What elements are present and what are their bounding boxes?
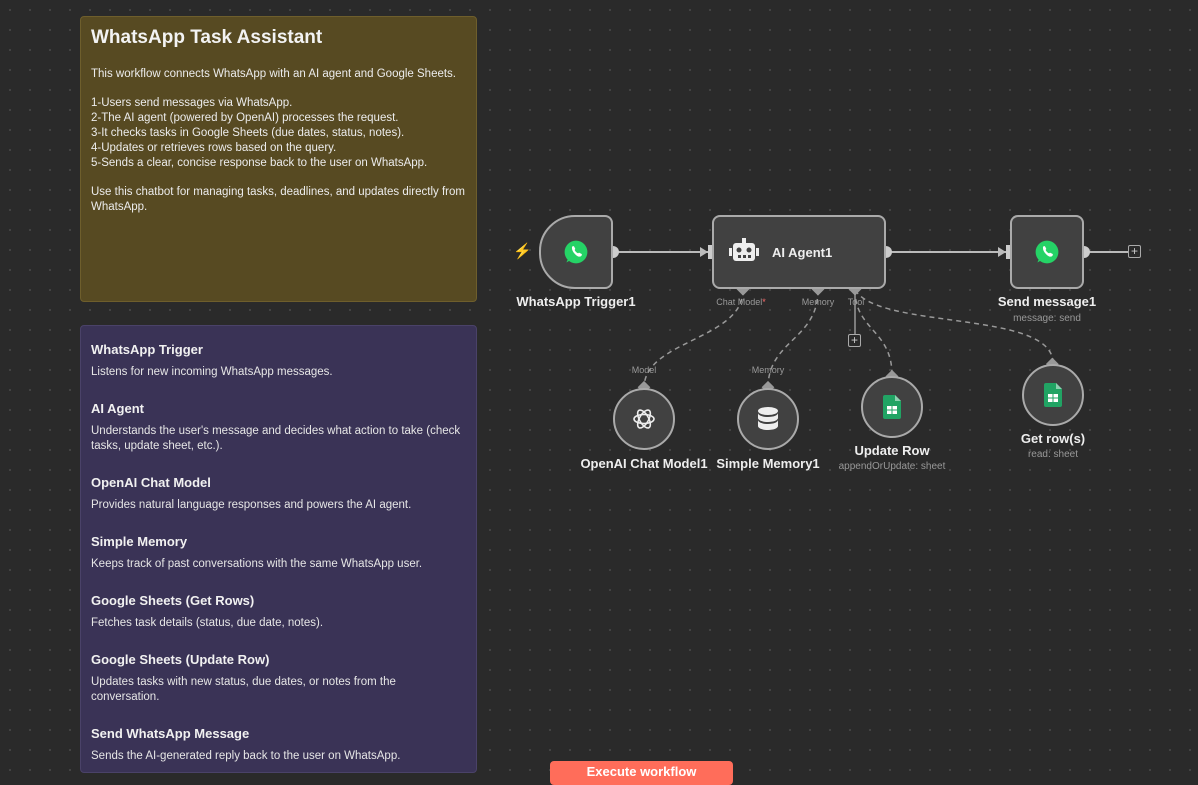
update-row-node[interactable] — [861, 376, 923, 438]
send-message-label: Send message1 — [997, 294, 1097, 309]
tool-port-label: Tool — [847, 297, 865, 307]
memory-node-port-label: Memory — [751, 365, 785, 375]
intro-step-3: 3-It checks tasks in Google Sheets (due … — [91, 127, 405, 139]
execute-workflow-button[interactable]: Execute workflow — [550, 761, 733, 785]
memory-label: Simple Memory1 — [716, 456, 820, 471]
send-message-node[interactable] — [1010, 215, 1084, 289]
intro-step-1: 1-Users send messages via WhatsApp. — [91, 97, 293, 109]
trigger-bolt-icon: ⚡ — [513, 243, 532, 260]
intro-note-title: WhatsApp Task Assistant — [91, 27, 323, 48]
get-rows-node[interactable] — [1022, 364, 1084, 426]
update-row-label: Update Row — [854, 443, 930, 458]
get-rows-label: Get row(s) — [1020, 431, 1086, 446]
section-title: OpenAI Chat Model — [91, 475, 211, 490]
send-message-sublabel: message: send — [1013, 313, 1081, 324]
openai-label: OpenAI Chat Model1 — [580, 456, 708, 471]
trigger-label: WhatsApp Trigger1 — [516, 294, 636, 309]
components-note[interactable]: WhatsApp Trigger Listens for new incomin… — [80, 325, 477, 773]
section-simple-memory: Simple Memory Keeps track of past conver… — [91, 534, 466, 572]
get-rows-sublabel: read: sheet — [1027, 449, 1079, 460]
section-desc: Updates tasks with new status, due dates… — [91, 676, 396, 703]
section-title: Send WhatsApp Message — [91, 726, 250, 741]
section-whatsapp-trigger: WhatsApp Trigger Listens for new incomin… — [91, 342, 466, 380]
update-row-sublabel: appendOrUpdate: sheet — [838, 461, 946, 472]
section-title: WhatsApp Trigger — [91, 342, 203, 357]
intro-step-2: 2-The AI agent (powered by OpenAI) proce… — [91, 112, 399, 124]
section-desc: Provides natural language responses and … — [91, 499, 412, 511]
simple-memory-node[interactable] — [737, 388, 799, 450]
whatsapp-icon — [564, 240, 588, 264]
section-desc: Sends the AI-generated reply back to the… — [91, 750, 401, 762]
google-sheets-icon — [1044, 383, 1062, 407]
required-marker: * — [762, 297, 766, 307]
add-node-button[interactable]: + — [1128, 245, 1141, 258]
intro-step-4: 4-Updates or retrieves rows based on the… — [91, 142, 337, 154]
chat-model-port-label: Chat Model* — [716, 297, 766, 307]
section-title: Simple Memory — [91, 534, 188, 549]
section-desc: Keeps track of past conversations with t… — [91, 558, 423, 570]
openai-icon — [633, 409, 655, 429]
memory-port-label: Memory — [801, 297, 835, 307]
whatsapp-trigger-node[interactable] — [539, 215, 613, 289]
agent-label: AI Agent1 — [772, 244, 833, 260]
intro-note-closing: Use this chatbot for managing tasks, dea… — [91, 186, 465, 213]
section-desc: Understands the user's message and decid… — [91, 425, 461, 452]
section-ai-agent: AI Agent Understands the user's message … — [91, 401, 466, 454]
openai-chat-model-node[interactable] — [613, 388, 675, 450]
database-icon — [758, 407, 778, 430]
section-desc: Listens for new incoming WhatsApp messag… — [91, 366, 333, 378]
intro-note-line: This workflow connects WhatsApp with an … — [91, 68, 457, 80]
section-update-row: Google Sheets (Update Row) Updates tasks… — [91, 652, 466, 705]
workflow-intro-note[interactable]: WhatsApp Task Assistant This workflow co… — [80, 16, 477, 302]
intro-step-5: 5-Sends a clear, concise response back t… — [91, 157, 428, 169]
section-title: Google Sheets (Update Row) — [91, 652, 270, 667]
add-tool-button[interactable]: + — [848, 334, 861, 347]
section-get-rows: Google Sheets (Get Rows) Fetches task de… — [91, 593, 466, 631]
section-send-message: Send WhatsApp Message Sends the AI-gener… — [91, 726, 466, 764]
google-sheets-icon — [883, 395, 901, 419]
ai-agent-node[interactable]: AI Agent1 — [712, 215, 886, 289]
arrow-head — [998, 247, 1006, 257]
model-port-label: Model — [631, 365, 657, 375]
whatsapp-icon — [1035, 240, 1059, 264]
section-title: Google Sheets (Get Rows) — [91, 593, 255, 608]
arrow-head — [700, 247, 708, 257]
chat-model-port-text: Chat Model — [716, 297, 763, 307]
robot-icon — [729, 238, 759, 261]
section-openai-chat-model: OpenAI Chat Model Provides natural langu… — [91, 475, 466, 513]
section-desc: Fetches task details (status, due date, … — [91, 617, 324, 629]
section-title: AI Agent — [91, 401, 144, 416]
